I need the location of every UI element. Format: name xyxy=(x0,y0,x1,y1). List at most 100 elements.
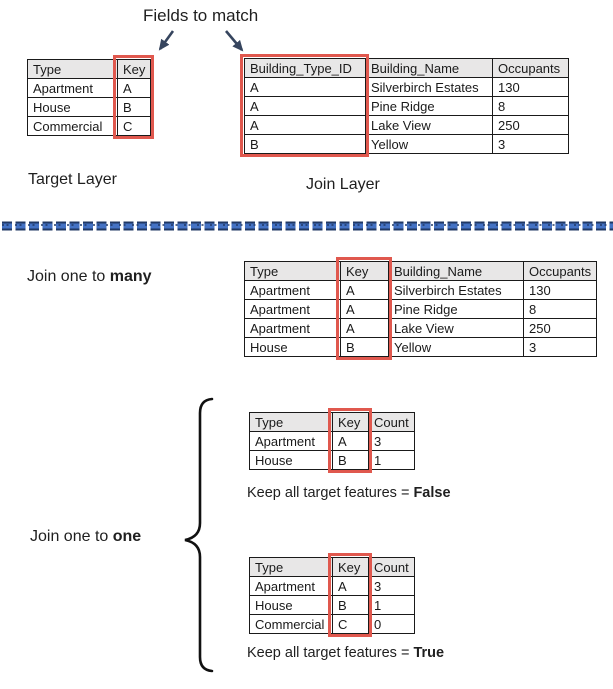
table-cell: House xyxy=(249,450,333,470)
table-cell: 3 xyxy=(368,576,415,596)
table-cell: A xyxy=(332,431,369,451)
section-divider xyxy=(2,221,613,231)
column-header: Count xyxy=(368,412,415,432)
join-layer-label: Join Layer xyxy=(306,176,380,193)
column-header: Type xyxy=(249,557,333,577)
column-header: Occupants xyxy=(492,58,569,78)
table-cell: 130 xyxy=(522,280,598,300)
keep-true-value: True xyxy=(413,645,445,661)
keep-false-value: False xyxy=(413,485,451,501)
join-one-to-many-bold: many xyxy=(109,268,152,285)
column-header: Type xyxy=(249,412,333,432)
table-cell: A xyxy=(116,78,152,98)
column-header: Key xyxy=(332,557,369,577)
table-cell: C xyxy=(116,116,152,136)
table-cell: Apartment xyxy=(244,280,341,300)
table-cell: Lake View xyxy=(388,318,524,338)
join-one-to-many-label: Join one to many xyxy=(27,268,152,286)
table-cell: A xyxy=(244,115,366,135)
table-cell: A xyxy=(340,280,389,300)
column-header: Type xyxy=(244,261,341,281)
table-cell: Apartment xyxy=(244,299,341,319)
table-cell: C xyxy=(332,614,369,634)
join-one-to-many-prefix: Join one to xyxy=(27,268,110,285)
table-cell: Lake View xyxy=(365,115,493,135)
table-cell: 3 xyxy=(492,134,569,154)
table-cell: Commercial xyxy=(27,116,118,136)
target-layer-label: Target Layer xyxy=(28,171,117,188)
join-one-to-one-label: Join one to one xyxy=(30,528,141,546)
table-cell: B xyxy=(116,97,152,117)
table-cell: Silverbirch Estates xyxy=(388,280,524,300)
table-cell: A xyxy=(244,77,366,97)
table-cell: Apartment xyxy=(249,576,333,596)
table-cell: House xyxy=(244,337,341,357)
table-cell: Yellow xyxy=(365,134,493,154)
table-cell: B xyxy=(332,595,369,615)
column-header: Count xyxy=(368,557,415,577)
table-cell: Commercial xyxy=(249,614,333,634)
table-cell: 1 xyxy=(368,595,415,615)
table-cell: Yellow xyxy=(388,337,524,357)
column-header: Building_Type_ID xyxy=(244,58,366,78)
fields-to-match-label: Fields to match xyxy=(143,6,259,25)
arrow-down-right-icon xyxy=(225,30,244,52)
curly-brace xyxy=(184,397,214,673)
table-cell: 250 xyxy=(492,115,569,135)
table-cell: Silverbirch Estates xyxy=(365,77,493,97)
column-header: Building_Name xyxy=(388,261,524,281)
table-cell: Pine Ridge xyxy=(365,96,493,116)
table-cell: 8 xyxy=(492,96,569,116)
column-header: Type xyxy=(27,59,118,79)
table-cell: 130 xyxy=(492,77,569,97)
table-cell: B xyxy=(332,450,369,470)
table-cell: 0 xyxy=(368,614,415,634)
arrow-down-left-icon xyxy=(158,30,175,51)
table-cell: 250 xyxy=(522,318,598,338)
table-cell: B xyxy=(340,337,389,357)
table-cell: 3 xyxy=(368,431,415,451)
keep-true-caption: Keep all target features = True xyxy=(247,645,444,661)
table-cell: A xyxy=(340,299,389,319)
join-one-to-one-prefix: Join one to xyxy=(30,528,113,545)
keep-true-prefix: Keep all target features = xyxy=(247,645,414,661)
table-cell: Apartment xyxy=(27,78,118,98)
table-cell: 1 xyxy=(368,450,415,470)
table-cell: House xyxy=(27,97,118,117)
table-cell: House xyxy=(249,595,333,615)
keep-false-caption: Keep all target features = False xyxy=(247,485,451,501)
column-header: Building_Name xyxy=(365,58,493,78)
table-cell: 3 xyxy=(522,337,598,357)
column-header: Key xyxy=(340,261,389,281)
table-cell: B xyxy=(244,134,366,154)
column-header: Occupants xyxy=(522,261,598,281)
column-header: Key xyxy=(332,412,369,432)
